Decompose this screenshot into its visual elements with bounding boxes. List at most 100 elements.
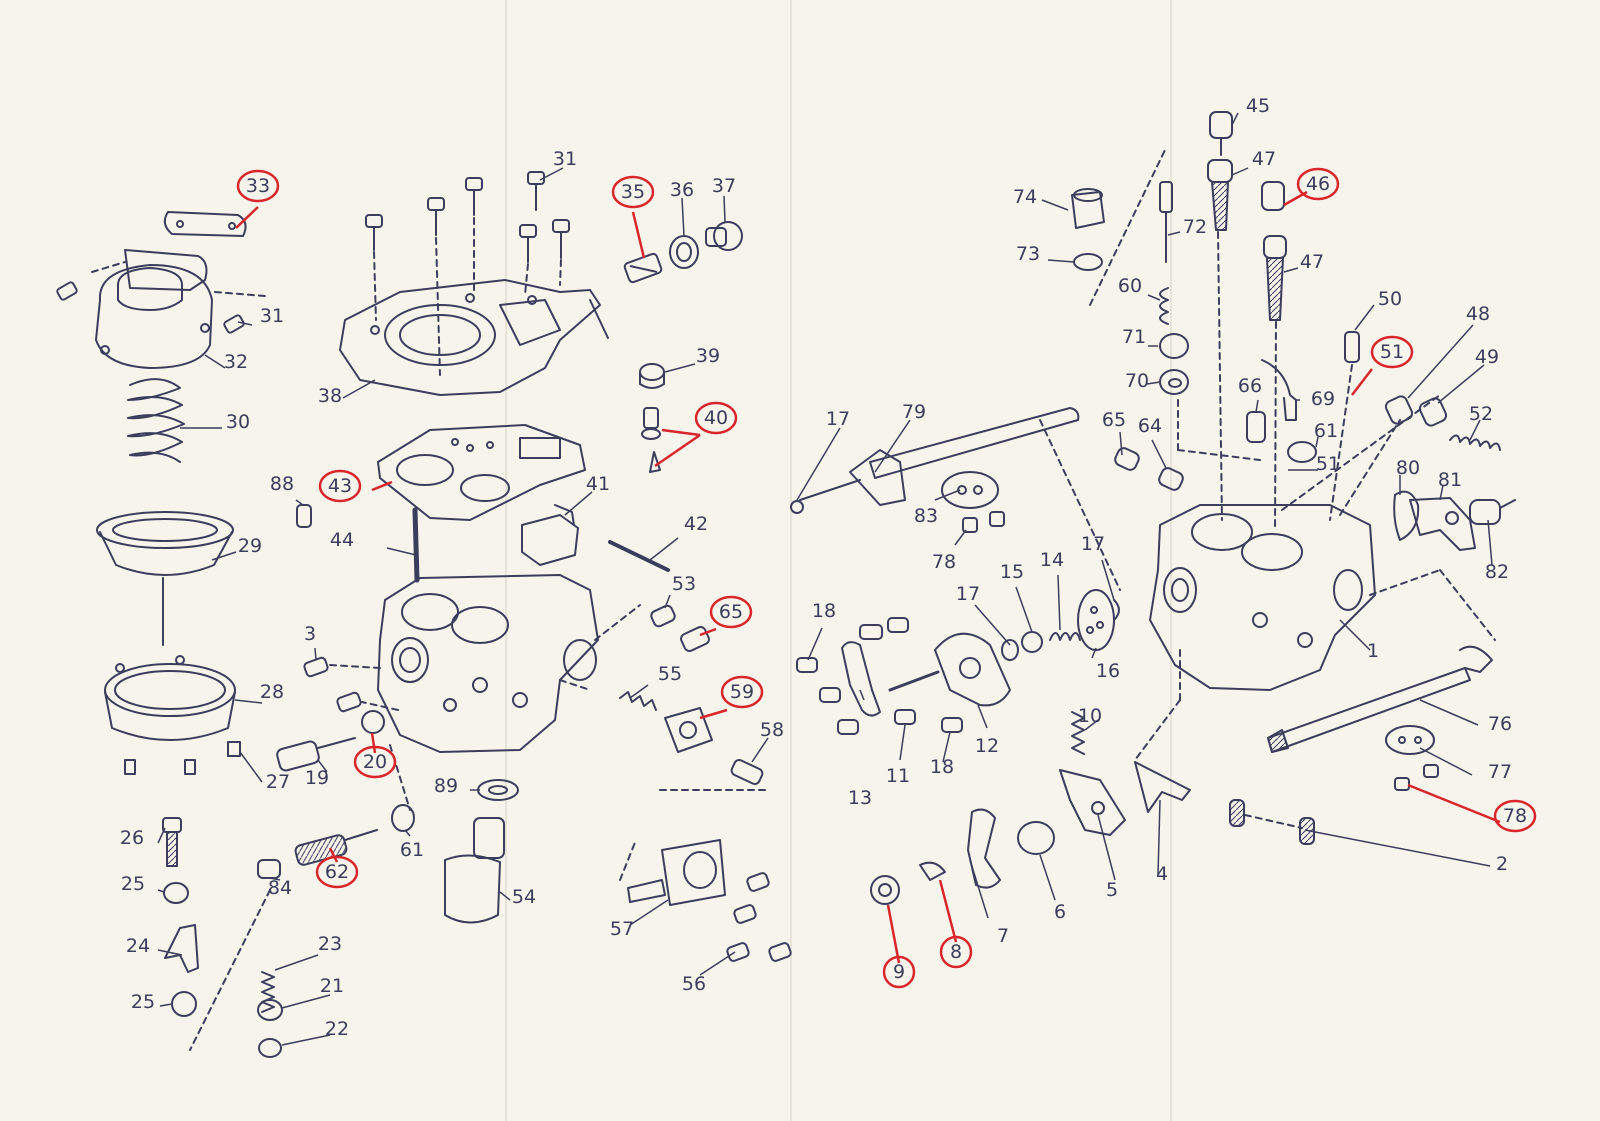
part-number-label: 66 xyxy=(1238,375,1262,397)
spring-part xyxy=(619,691,657,711)
screw-part xyxy=(1394,777,1410,791)
clip-part xyxy=(258,1038,282,1058)
jet-part xyxy=(1384,395,1414,425)
part-number-label: 64 xyxy=(1138,415,1162,437)
rod-part xyxy=(608,540,670,572)
part-number-label: 51 xyxy=(1316,453,1340,475)
part-number-label: 37 xyxy=(712,175,736,197)
part-number-label: 24 xyxy=(126,935,150,957)
part-number-label: 46 xyxy=(1306,173,1330,195)
part-number-label: 51 xyxy=(1380,341,1404,363)
bracket-part xyxy=(164,924,199,973)
part-number-label: 57 xyxy=(610,918,634,940)
jet-part xyxy=(680,625,710,653)
highlight-circle xyxy=(236,169,280,203)
part-number-label: 55 xyxy=(658,663,682,685)
washer-part xyxy=(1073,253,1103,271)
part-number-label: 74 xyxy=(1013,186,1037,208)
part-number-label: 15 xyxy=(1000,561,1024,583)
choke-plate-part xyxy=(941,471,999,509)
lever-part xyxy=(1409,497,1476,551)
part-number-label: 20 xyxy=(363,751,387,773)
part-number-label: 21 xyxy=(320,975,344,997)
part-number-label: 25 xyxy=(131,991,155,1013)
part-number-label: 17 xyxy=(956,583,980,605)
jet-part xyxy=(1344,331,1360,363)
cap-part xyxy=(1017,821,1055,855)
part-number-label: 42 xyxy=(684,513,708,535)
paper-fold xyxy=(505,0,507,1121)
part-number-label: 65 xyxy=(719,601,743,623)
part-number-label: 3 xyxy=(304,623,316,645)
screw-part xyxy=(962,511,1005,533)
lever-part xyxy=(1134,761,1191,813)
jet-part xyxy=(1114,447,1140,471)
part-number-label: 62 xyxy=(325,861,349,883)
highlight-circle xyxy=(315,855,359,889)
part-number-label: 7 xyxy=(997,925,1009,947)
part-number-label: 10 xyxy=(1078,705,1102,727)
part-number-label: 80 xyxy=(1396,457,1420,479)
part-number-label: 18 xyxy=(930,756,954,778)
part-number-label: 22 xyxy=(325,1018,349,1040)
pin-part xyxy=(730,759,764,785)
tube-part xyxy=(1261,359,1297,421)
part-number-label: 48 xyxy=(1466,303,1490,325)
part-number-label: 39 xyxy=(696,345,720,367)
assembly-guide-lines xyxy=(1089,149,1496,829)
part-number-label: 17 xyxy=(1081,533,1105,555)
part-number-label: 47 xyxy=(1252,148,1276,170)
part-number-label: 12 xyxy=(975,735,999,757)
diaphragm-cup-part xyxy=(96,511,234,646)
part-number-label: 40 xyxy=(704,407,728,429)
part-number-label: 78 xyxy=(932,551,956,573)
part-number-label: 36 xyxy=(670,179,694,201)
part-number-label: 84 xyxy=(268,877,292,899)
filter-part xyxy=(623,252,663,284)
screw-part xyxy=(726,872,792,962)
part-number-label: 5 xyxy=(1106,879,1118,901)
part-number-label: 81 xyxy=(1438,469,1462,491)
part-number-label: 32 xyxy=(224,351,248,373)
part-number-label: 23 xyxy=(318,933,342,955)
choke-spindle-part xyxy=(790,407,1080,514)
part-number-label: 78 xyxy=(1503,805,1527,827)
screw-part xyxy=(796,617,963,735)
part-number-label: 28 xyxy=(260,681,284,703)
part-number-label: 56 xyxy=(682,973,706,995)
part-number-label: 19 xyxy=(305,767,329,789)
spring-part xyxy=(1071,711,1085,755)
part-number-label: 65 xyxy=(1102,409,1126,431)
bolt-part xyxy=(162,817,182,867)
highlight-circle xyxy=(1370,335,1414,369)
highlight-circle xyxy=(611,175,655,209)
plate-part xyxy=(163,211,247,237)
pump-cover-part xyxy=(627,839,726,906)
part-number-label: 45 xyxy=(1246,95,1270,117)
washer-part xyxy=(919,861,946,881)
assembly-guide-lines xyxy=(91,217,562,376)
leader-lines xyxy=(157,112,1501,1046)
part-number-label: 89 xyxy=(434,775,458,797)
part-number-label: 41 xyxy=(586,473,610,495)
clip-part xyxy=(1113,599,1120,621)
part-number-label: 17 xyxy=(826,408,850,430)
part-number-label: 8 xyxy=(950,941,962,963)
jet-part xyxy=(1229,799,1245,827)
part-number-label: 83 xyxy=(914,505,938,527)
part-number-label: 77 xyxy=(1488,761,1512,783)
part-number-label: 72 xyxy=(1183,216,1207,238)
part-number-label: 16 xyxy=(1096,660,1120,682)
seal-part xyxy=(1287,441,1317,463)
nut-part xyxy=(870,875,900,905)
spring-part xyxy=(1449,434,1501,451)
highlight-circle xyxy=(1296,167,1340,201)
part-number-label: 71 xyxy=(1122,326,1146,348)
highlight-circle xyxy=(318,469,362,503)
part-number-label: 2 xyxy=(1496,853,1508,875)
pump-lever-part xyxy=(934,632,1011,707)
part-number-label: 69 xyxy=(1311,388,1335,410)
carburetor-top-cover-part xyxy=(339,279,609,396)
